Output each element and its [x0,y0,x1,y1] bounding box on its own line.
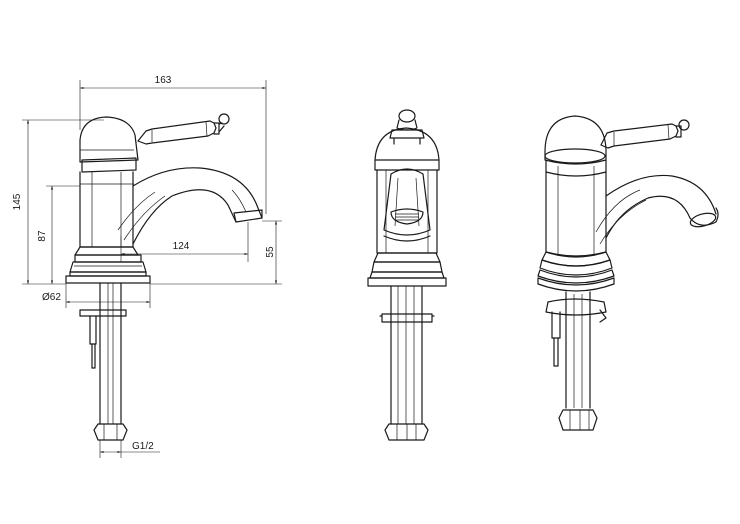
side-view-lever [137,113,230,145]
dim-body-height: 87 [37,230,48,242]
iso-view-lever [600,119,690,149]
iso-view-base [541,251,611,267]
side-view-body [79,171,134,248]
front-view [367,109,447,441]
dim-overall-height: 145 [12,193,23,210]
side-view-cap [79,116,139,163]
iso-view-cap [544,115,607,165]
iso-view [537,115,719,431]
side-view-connector-nut [93,423,128,441]
dim-spout-height: 55 [265,246,276,258]
dim-overall-length: 163 [155,75,172,86]
front-view-cap [374,127,440,171]
front-view-base [373,252,441,263]
iso-view-connector-nut [558,409,598,431]
dim-thread: G1/2 [132,441,154,452]
iso-view-spout [605,174,717,215]
dim-spout-reach: 124 [173,241,190,252]
front-view-connector-nut [384,423,429,441]
side-view-spout [132,167,263,219]
dimension-lines [22,80,282,458]
side-view-shank [99,282,122,425]
front-view-shank [390,285,423,425]
front-view-knob [389,109,425,145]
side-view [65,113,263,441]
front-view-spout [383,168,431,236]
dim-base-diameter: Ø62 [42,292,61,303]
iso-view-shank [565,291,591,409]
